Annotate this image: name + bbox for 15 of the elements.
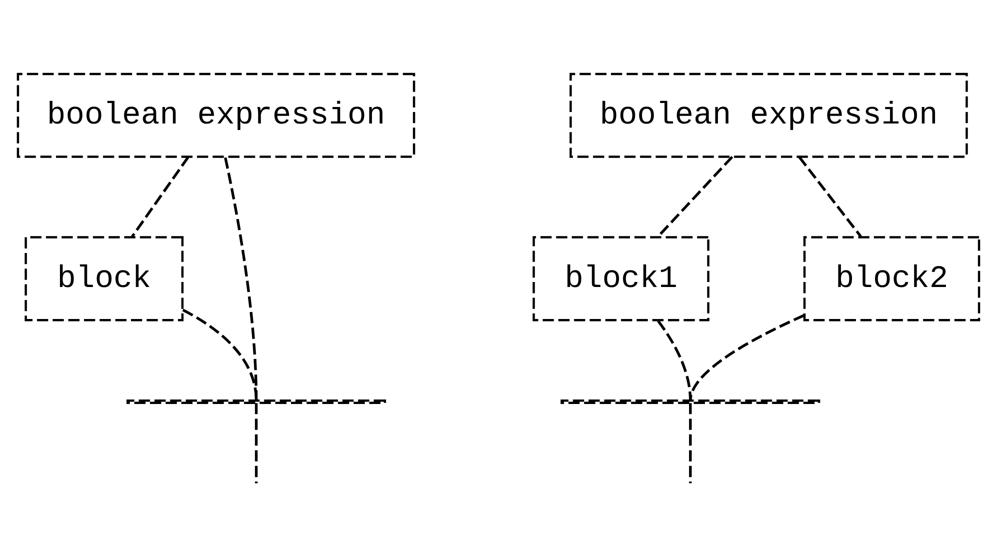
connector xyxy=(689,403,692,484)
node-box: boolean expression xyxy=(16,72,416,158)
connector xyxy=(182,308,258,401)
connector xyxy=(689,314,805,401)
connector xyxy=(798,156,862,238)
connector xyxy=(224,157,258,401)
connector xyxy=(254,403,258,484)
connector xyxy=(657,156,734,238)
node-bar xyxy=(126,400,386,404)
node-box: block1 xyxy=(532,236,710,322)
node-box: boolean expression xyxy=(570,72,968,158)
connector xyxy=(131,156,190,238)
node-bar xyxy=(560,400,820,404)
node-box: block2 xyxy=(803,236,980,322)
node-box: block xyxy=(24,236,184,322)
